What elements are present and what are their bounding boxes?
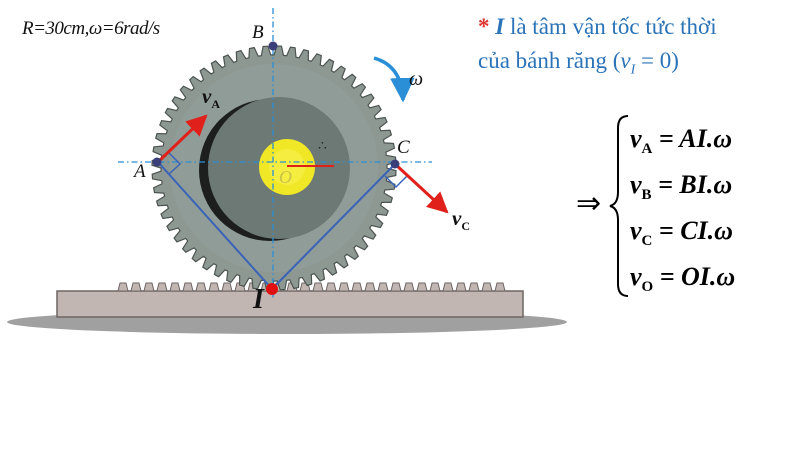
label-C: C [397, 137, 410, 158]
rack-tooth [455, 282, 467, 292]
rack-tooth [143, 282, 155, 292]
label-vA-v: v [202, 84, 212, 108]
note-v: v [620, 48, 631, 73]
eq-v: v [630, 170, 642, 199]
rack-tooth [481, 282, 493, 292]
equation-vO: vO = OI.ω [630, 254, 735, 300]
rack-tooth [494, 282, 506, 292]
omega-arrow [373, 56, 415, 103]
rack-tooth [364, 282, 376, 292]
eq-sub: A [641, 141, 653, 158]
vA-arrow [156, 114, 208, 164]
note-star: * [478, 14, 490, 39]
label-B: B [252, 22, 264, 43]
rack-tooth [442, 282, 454, 292]
label-I: I [253, 284, 264, 315]
label-vC-v: v [452, 206, 462, 230]
rack-tooth [429, 282, 441, 292]
right-angle-C [384, 175, 408, 189]
note-v-sub: I [630, 62, 636, 78]
note-symbol: I [495, 14, 505, 39]
equation-vC: vC = CI.ω [630, 208, 735, 254]
eq-sub: O [641, 279, 654, 296]
rack-tooth [221, 282, 233, 292]
rack-tooth [390, 282, 402, 292]
left-brace [609, 115, 629, 297]
note-line-1: * I là tâm vận tốc tức thời [478, 10, 796, 44]
eq-v: v [630, 124, 642, 153]
point-C [390, 159, 400, 169]
label-A: A [134, 161, 146, 182]
rack-tooth [130, 282, 142, 292]
rack-tooth [208, 282, 220, 292]
rack-tooth [312, 282, 324, 292]
segment-C-I [271, 163, 396, 290]
equation-vB: vB = BI.ω [630, 162, 735, 208]
note-line2-prefix: của bánh răng ( [478, 48, 621, 73]
rack-tooth [182, 282, 194, 292]
rack [56, 290, 524, 318]
eq-rhs: = OI.ω [659, 262, 736, 291]
label-O: O [279, 167, 292, 187]
rack-tooth [195, 282, 207, 292]
rack-tooth [351, 282, 363, 292]
equation-vA: vA = AI.ω [630, 116, 735, 162]
point-B [268, 41, 278, 51]
given-values: R=30cm,ω=6rad/s [22, 18, 160, 39]
label-vC: vC [452, 206, 470, 234]
right-angle-A [168, 152, 182, 175]
velocity-equations: vA = AI.ω vB = BI.ω vC = CI.ω vO = OI.ω [630, 116, 735, 300]
eq-v: v [630, 216, 642, 245]
vC-arrow [393, 162, 449, 214]
point-I [266, 283, 278, 295]
point-A [152, 157, 162, 167]
implies-symbol: ⇒ [576, 186, 602, 221]
label-vC-sub: C [461, 219, 470, 234]
rack-tooth [416, 282, 428, 292]
rack-tooth [377, 282, 389, 292]
eq-sub: B [641, 187, 652, 204]
rack-tooth [117, 282, 129, 292]
label-omega: ω [409, 68, 424, 90]
note-line2-suffix: = 0) [641, 48, 679, 73]
segment-A-I [157, 161, 273, 290]
rack-tooth [338, 282, 350, 292]
rack-tooth [468, 282, 480, 292]
eq-rhs: = AI.ω [658, 124, 733, 153]
rack-tooth [156, 282, 168, 292]
dots-mark: ∴ [318, 139, 327, 154]
rack-tooth [169, 282, 181, 292]
eq-rhs: = BI.ω [658, 170, 733, 199]
note-line-2: của bánh răng (vI = 0) [478, 44, 796, 88]
eq-sub: C [641, 233, 653, 250]
note-line1-text: là tâm vận tốc tức thời [509, 14, 717, 39]
eq-rhs: = CI.ω [658, 216, 733, 245]
label-vA-sub: A [211, 97, 220, 112]
rack-tooth [325, 282, 337, 292]
rack-tooth [403, 282, 415, 292]
instant-center-note: * I là tâm vận tốc tức thời của bánh răn… [478, 10, 796, 88]
eq-v: v [630, 262, 642, 291]
label-vA: vA [202, 84, 220, 112]
